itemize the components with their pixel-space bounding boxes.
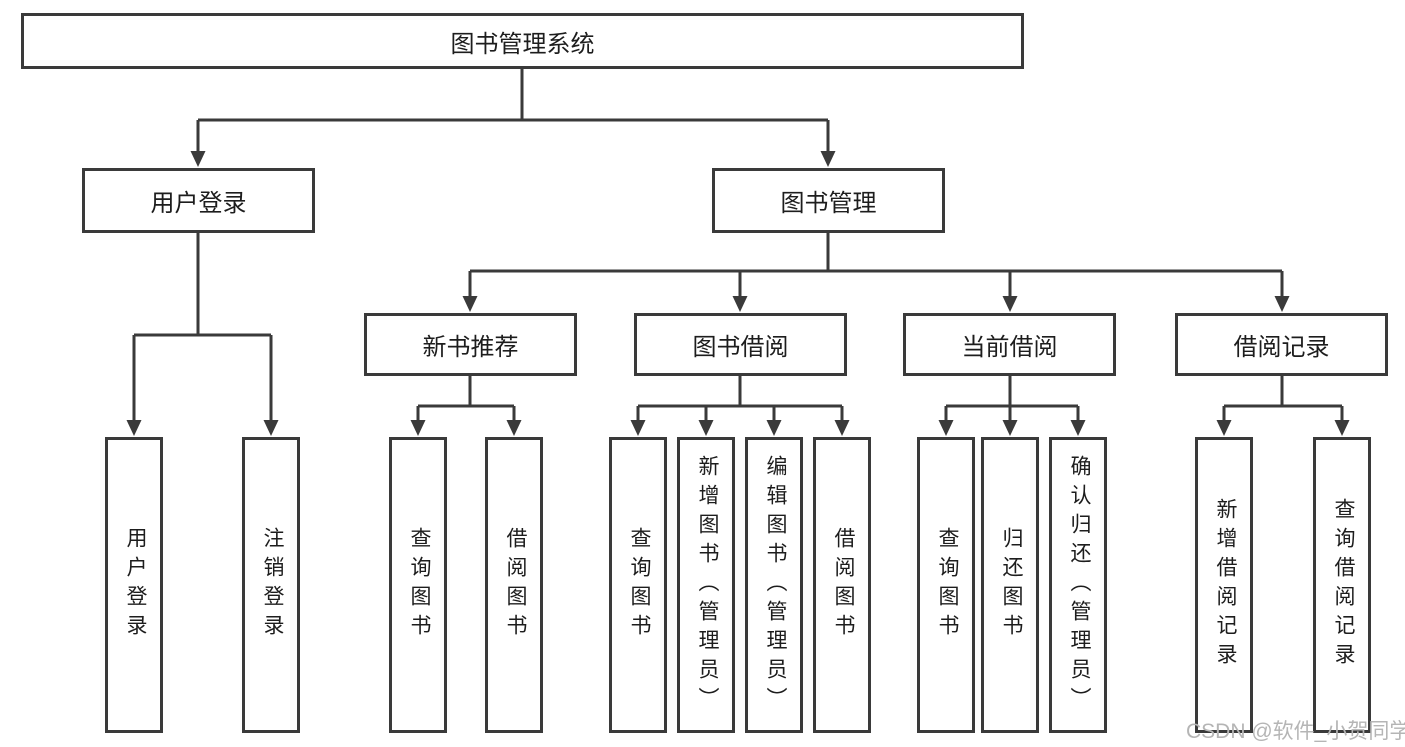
leaf-borrow-query-book: 查询图书: [609, 437, 667, 733]
node-root: 图书管理系统: [21, 13, 1024, 69]
leaf-current-query-book: 查询图书: [917, 437, 975, 733]
node-book-borrow: 图书借阅: [634, 313, 847, 376]
leaf-current-confirm-return: 确认归还（管理员）: [1049, 437, 1107, 733]
node-book-management: 图书管理: [712, 168, 945, 233]
leaf-borrow-borrow-book: 借阅图书: [813, 437, 871, 733]
node-borrow-record: 借阅记录: [1175, 313, 1388, 376]
leaf-current-return-book: 归还图书: [981, 437, 1039, 733]
leaf-record-query: 查询借阅记录: [1313, 437, 1371, 733]
leaf-borrow-add-book: 新增图书（管理员）: [677, 437, 735, 733]
leaf-user-login: 用户登录: [105, 437, 163, 733]
node-user-login: 用户登录: [82, 168, 315, 233]
leaf-recommend-query-book: 查询图书: [389, 437, 447, 733]
leaf-borrow-edit-book: 编辑图书（管理员）: [745, 437, 803, 733]
node-new-book-recommend: 新书推荐: [364, 313, 577, 376]
leaf-logout: 注销登录: [242, 437, 300, 733]
csdn-watermark: CSDN @软件_小贺同学: [1186, 720, 1405, 743]
node-current-borrow: 当前借阅: [903, 313, 1116, 376]
leaf-recommend-borrow-book: 借阅图书: [485, 437, 543, 733]
leaf-record-add: 新增借阅记录: [1195, 437, 1253, 733]
